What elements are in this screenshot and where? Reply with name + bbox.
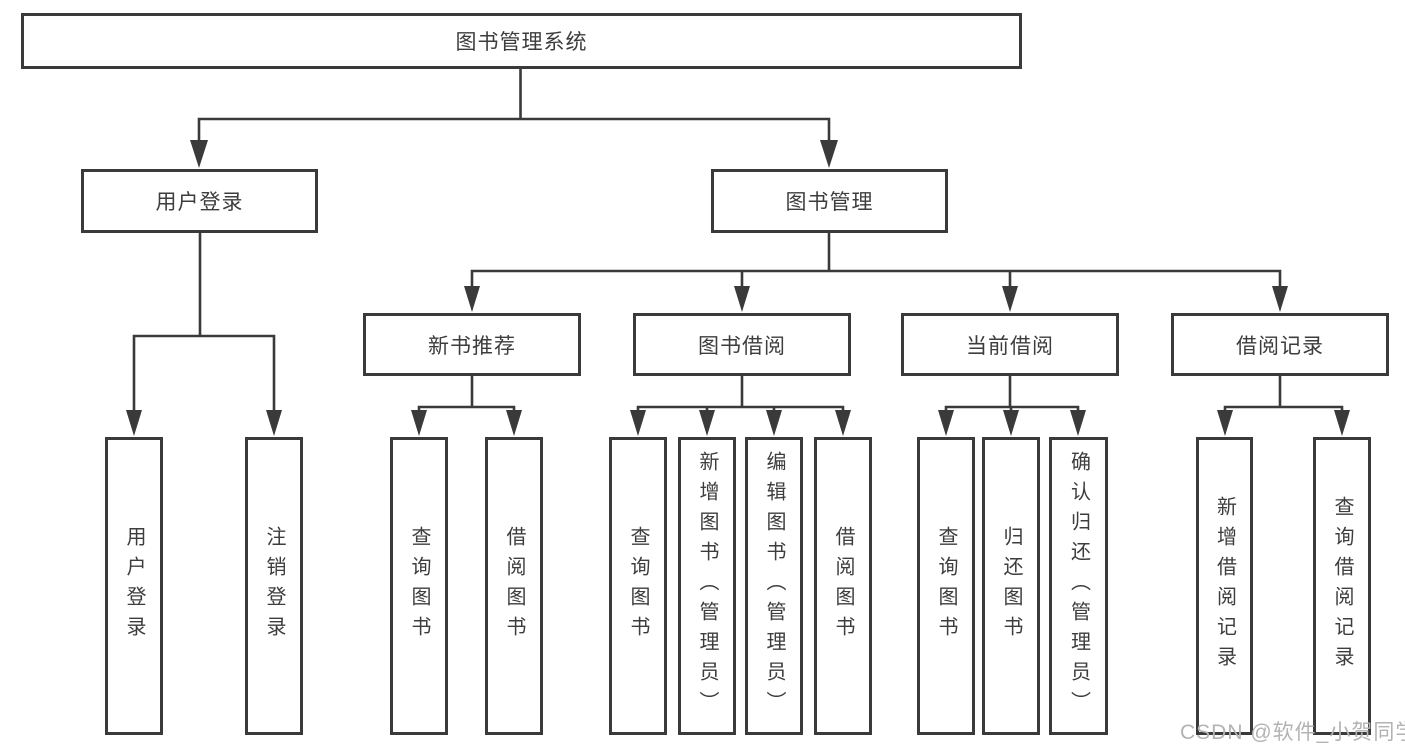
arrowhead: [506, 410, 522, 436]
edge-borrow-to-leaves: [636, 376, 845, 416]
leaf-label: 查询图书: [627, 526, 649, 646]
leaf-label: 编辑图书（管理员）: [763, 451, 785, 721]
node-new-book-recommend: 新书推荐: [363, 313, 581, 376]
leaf-user-login: 用户登录: [105, 437, 163, 735]
leaf-query-books-3: 查询图书: [917, 437, 975, 735]
arrowhead: [1334, 410, 1350, 436]
arrowhead: [630, 410, 646, 436]
leaf-query-borrow-record: 查询借阅记录: [1313, 437, 1371, 735]
edge-newbooks-to-leaves: [417, 376, 516, 416]
arrowhead: [126, 410, 142, 436]
arrowhead: [699, 410, 715, 436]
leaf-logout: 注销登录: [245, 437, 303, 735]
arrowhead: [766, 410, 782, 436]
arrowhead: [464, 286, 480, 312]
leaf-label: 确认归还（管理员）: [1067, 451, 1090, 721]
leaf-return-books: 归还图书: [982, 437, 1040, 735]
leaf-label: 注销登录: [263, 526, 285, 646]
leaf-edit-books-admin: 编辑图书（管理员）: [745, 437, 803, 735]
leaf-add-books-admin: 新增图书（管理员）: [678, 437, 736, 735]
leaf-add-borrow-record: 新增借阅记录: [1196, 437, 1253, 735]
csdn-watermark: CSDN @软件_小贺同学: [1180, 721, 1405, 744]
edge-root-to-level2: [197, 69, 831, 148]
node-borrow-records: 借阅记录: [1171, 313, 1389, 376]
leaf-confirm-return-admin: 确认归还（管理员）: [1049, 437, 1108, 735]
edge-userlogin-to-leaves: [132, 233, 276, 416]
arrowhead: [1217, 410, 1233, 436]
arrowhead: [835, 410, 851, 436]
arrowhead: [820, 140, 838, 168]
leaf-label: 查询借阅记录: [1331, 496, 1353, 676]
arrowheads: [126, 140, 1350, 436]
arrowhead: [1003, 410, 1019, 436]
arrowhead: [190, 140, 208, 168]
leaf-label: 借阅图书: [832, 526, 854, 646]
edge-records-to-leaves: [1223, 376, 1344, 416]
node-book-management: 图书管理: [711, 169, 948, 233]
leaf-borrow-books-1: 借阅图书: [485, 437, 543, 735]
leaf-query-books-2: 查询图书: [609, 437, 667, 735]
arrowhead: [938, 410, 954, 436]
leaf-label: 用户登录: [123, 526, 145, 646]
leaf-label: 新增图书（管理员）: [696, 451, 718, 721]
node-root-system: 图书管理系统: [21, 13, 1022, 69]
arrowhead: [734, 286, 750, 312]
leaf-label: 新增借阅记录: [1213, 496, 1236, 676]
edge-bookmgmt-to-level3: [470, 233, 1282, 293]
leaf-label: 归还图书: [1000, 526, 1022, 646]
arrowhead: [1272, 286, 1288, 312]
node-book-borrow: 图书借阅: [633, 313, 851, 376]
node-current-borrow: 当前借阅: [901, 313, 1119, 376]
leaf-label: 借阅图书: [503, 526, 525, 646]
arrowhead: [1070, 410, 1086, 436]
arrowhead: [266, 410, 282, 436]
leaf-borrow-books-2: 借阅图书: [814, 437, 872, 735]
node-user-login: 用户登录: [81, 169, 318, 233]
leaf-label: 查询图书: [935, 526, 957, 646]
arrowhead: [1002, 286, 1018, 312]
leaf-query-books-1: 查询图书: [390, 437, 448, 735]
arrowhead: [411, 410, 427, 436]
leaf-label: 查询图书: [408, 526, 430, 646]
